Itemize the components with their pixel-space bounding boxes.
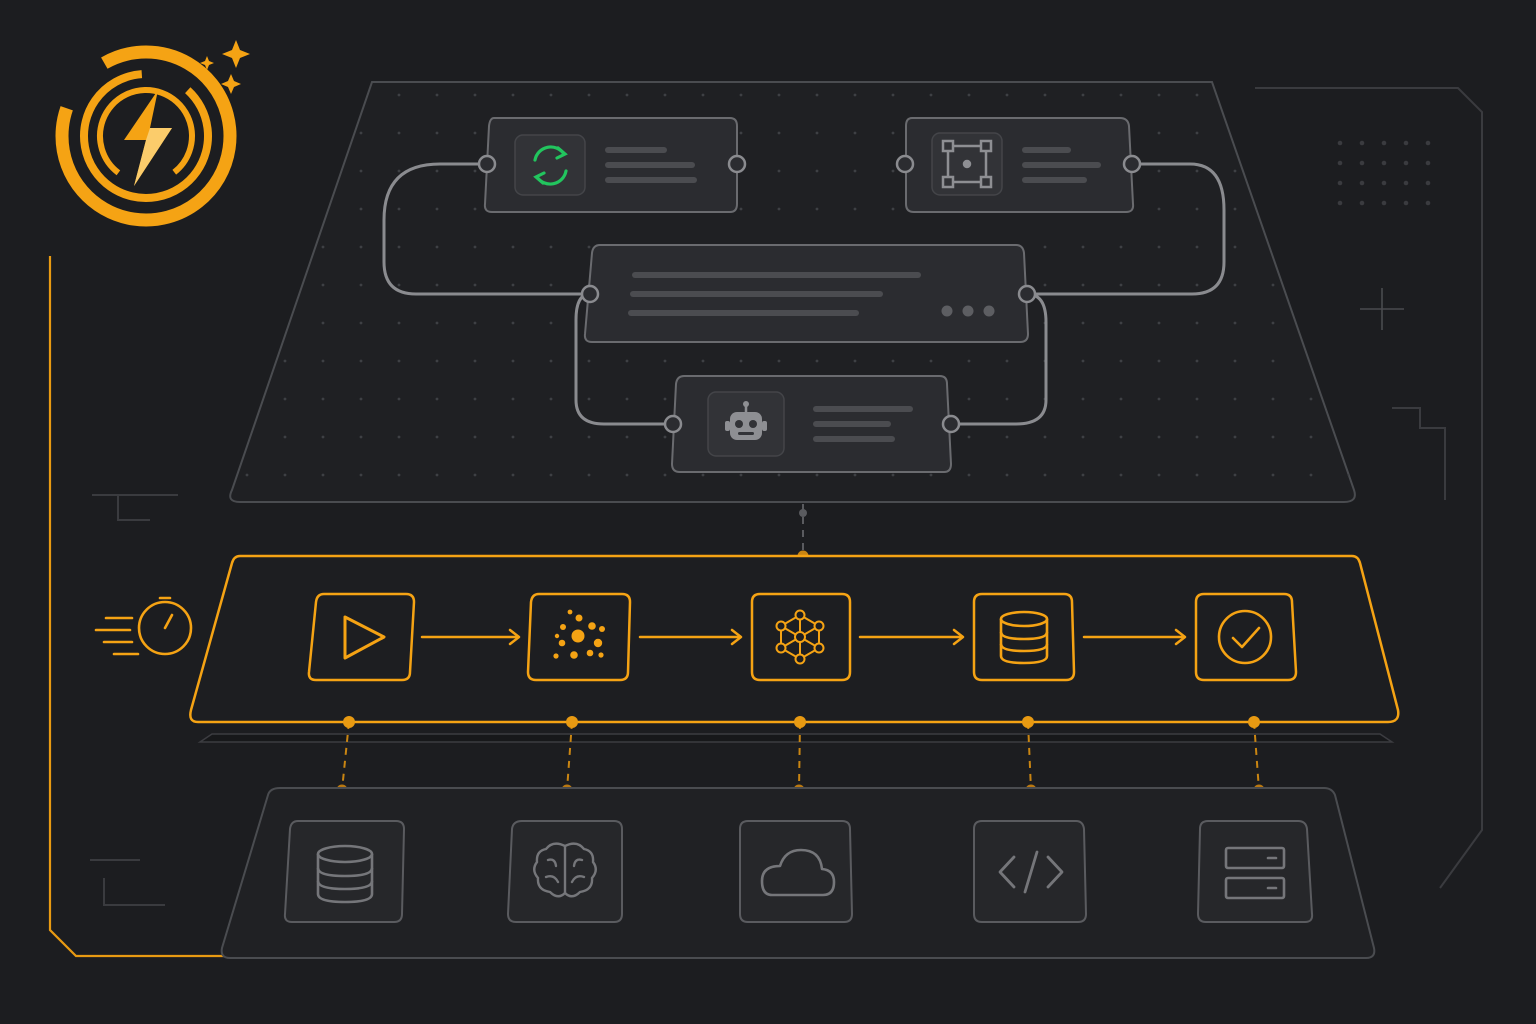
- port-left[interactable]: [477, 154, 497, 174]
- port-left[interactable]: [895, 154, 915, 174]
- node-placeholder-lines: [1022, 147, 1101, 183]
- dot-matrix-decor: [1337, 140, 1431, 206]
- play-icon: [343, 615, 386, 660]
- integration-link-dots: [343, 716, 1260, 728]
- panel-link: [797, 504, 809, 562]
- neural-network-icon: [775, 609, 825, 665]
- pipeline-step-process[interactable]: [750, 592, 852, 682]
- check-circle-icon: [1217, 609, 1273, 665]
- port-left[interactable]: [663, 414, 683, 434]
- frame-select-icon: [941, 139, 993, 189]
- connector-frame-to-main: [1027, 162, 1226, 296]
- pipeline-arrows: [420, 628, 1187, 646]
- pipeline-step-done[interactable]: [1194, 592, 1298, 682]
- integration-code[interactable]: [973, 820, 1088, 923]
- node-placeholder-lines: [813, 406, 913, 442]
- more-dots-icon[interactable]: [941, 305, 995, 317]
- database-icon: [999, 610, 1049, 665]
- node-placeholder-lines: [628, 272, 921, 316]
- accent-rail: [48, 256, 246, 958]
- cloud-icon: [760, 848, 836, 897]
- logo: [55, 40, 250, 227]
- port-right[interactable]: [1122, 154, 1142, 174]
- logo-middle-ring: [80, 70, 212, 202]
- workflow-node-main[interactable]: [580, 244, 1037, 343]
- pipeline-step-start[interactable]: [307, 592, 416, 682]
- workflow-node-sync[interactable]: [477, 117, 747, 213]
- integration-cloud[interactable]: [739, 820, 854, 923]
- code-icon: [998, 850, 1064, 894]
- connector-sync-to-main: [382, 162, 590, 296]
- port-left[interactable]: [580, 284, 600, 304]
- pipeline-step-store[interactable]: [972, 592, 1076, 682]
- node-placeholder-lines: [605, 147, 697, 183]
- sync-icon: [533, 145, 568, 186]
- workflow-node-bot[interactable]: [663, 375, 961, 473]
- brain-icon: [533, 842, 597, 898]
- server-icon: [1224, 846, 1286, 900]
- port-right[interactable]: [727, 154, 747, 174]
- logo-inner-ring: [97, 87, 195, 185]
- connector-main-to-bot-right: [951, 292, 1048, 426]
- integration-database[interactable]: [283, 820, 406, 923]
- port-right[interactable]: [1017, 284, 1037, 304]
- integration-ai[interactable]: [506, 820, 623, 923]
- database-icon: [316, 844, 374, 904]
- workflow-node-frame[interactable]: [895, 117, 1142, 213]
- sparkle-icon: [200, 40, 250, 94]
- scatter-particles-icon: [553, 609, 605, 659]
- lightning-bolt-icon: [124, 90, 172, 186]
- integration-links: [341, 721, 1260, 791]
- pipeline-step-ingest[interactable]: [526, 592, 632, 682]
- port-right[interactable]: [941, 414, 961, 434]
- crosshair-decor: [1360, 288, 1404, 330]
- integration-server[interactable]: [1196, 820, 1314, 923]
- frame-decor: [90, 87, 1483, 906]
- stopwatch-speed-icon: [94, 596, 193, 656]
- logo-outer-ring: [55, 45, 237, 227]
- robot-icon: [725, 401, 767, 440]
